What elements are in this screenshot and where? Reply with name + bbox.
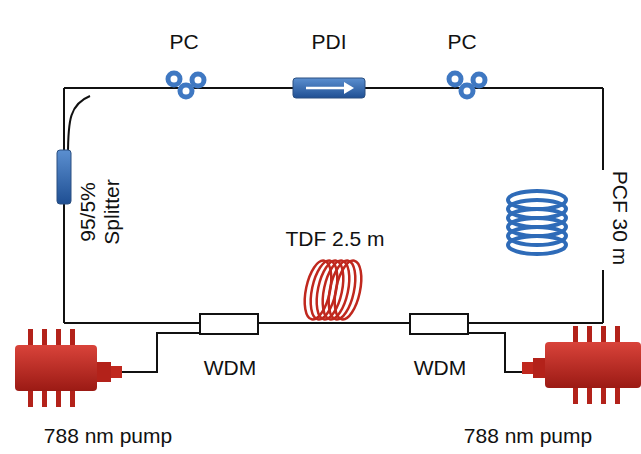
wdm-label: WDM <box>204 356 256 380</box>
splitter-label: 95/5% Splitter <box>76 167 124 257</box>
tdf-coil <box>300 258 366 322</box>
fiber-ring <box>64 88 603 372</box>
pump-label: 788 nm pump <box>44 424 172 448</box>
wdm <box>410 314 468 334</box>
pcf-coil <box>508 170 620 270</box>
wdm-label: WDM <box>414 356 466 380</box>
polarization-controllers <box>168 73 485 97</box>
wdm <box>200 314 258 334</box>
pc-label: PC <box>169 30 198 54</box>
tdf-label: TDF 2.5 m <box>285 227 384 251</box>
pc-label: PC <box>447 30 476 54</box>
splitter <box>57 150 71 204</box>
isolator <box>293 78 365 98</box>
pump-lasers <box>15 326 641 407</box>
pdi-label: PDI <box>311 30 346 54</box>
pcf-label: PCF 30 m <box>608 171 632 266</box>
pump-label: 788 nm pump <box>464 424 592 448</box>
